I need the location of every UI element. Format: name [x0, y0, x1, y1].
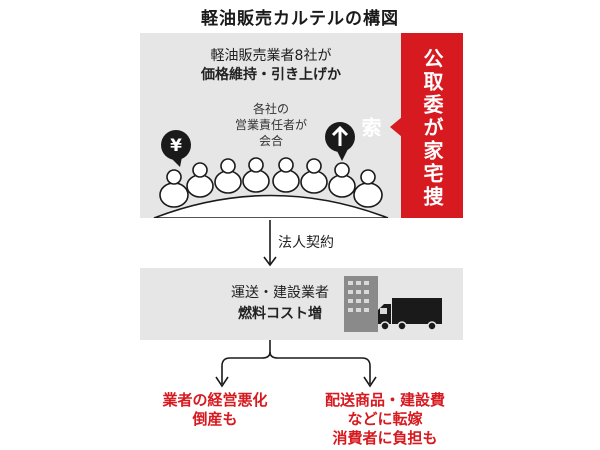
ftc-raid-box: 公取委が家宅捜索 [358, 33, 463, 218]
result-right-line-3: 消費者に負担も [332, 429, 438, 447]
sellers-line: 軽油販売業者8社が [210, 48, 332, 64]
yen-symbol: ¥ [170, 136, 182, 156]
contract-label: 法人契約 [278, 235, 334, 251]
meeting-people-icon [153, 157, 389, 218]
ftc-raid-text: 公取委が家宅捜索 [358, 47, 444, 209]
result-left-line-1: 業者の経営悪化 [162, 391, 268, 409]
meeting-scene: ¥ [153, 122, 389, 218]
result-business-deterioration: 業者の経営悪化 倒産も [140, 391, 290, 429]
up-arrow-bubble-icon [325, 122, 355, 161]
price-fixing-line: 価格維持・引き上げか [201, 67, 341, 83]
ftc-arrow-icon [390, 112, 408, 142]
meeting-text-2: 営業責任者が [234, 118, 307, 132]
result-right-line-1: 配送商品・建設費 [324, 391, 445, 409]
transport-panel: 運送・建設業者 燃料コスト増 [140, 268, 463, 340]
building-icon [344, 276, 378, 332]
diagram-title: 軽油販売カルテルの構図 [201, 9, 399, 29]
meeting-text-3: 会合 [258, 134, 283, 148]
fuel-cost-line: 燃料コスト増 [238, 306, 322, 322]
result-consumer-burden: 配送商品・建設費 などに転嫁 消費者に負担も [300, 391, 470, 448]
result-left-line-2: 倒産も [192, 410, 238, 428]
truck-icon [378, 298, 442, 331]
transport-line: 運送・建設業者 [231, 285, 329, 301]
contract-arrow-icon [263, 220, 277, 267]
seller-meeting-panel: 軽油販売業者8社が 価格維持・引き上げか 各社の 営業責任者が 会合 ¥ [140, 33, 402, 218]
result-right-line-2: などに転嫁 [347, 410, 423, 428]
meeting-text-1: 各社の [252, 102, 289, 116]
yen-bubble-icon: ¥ [161, 130, 191, 167]
transport-scene [344, 276, 442, 332]
